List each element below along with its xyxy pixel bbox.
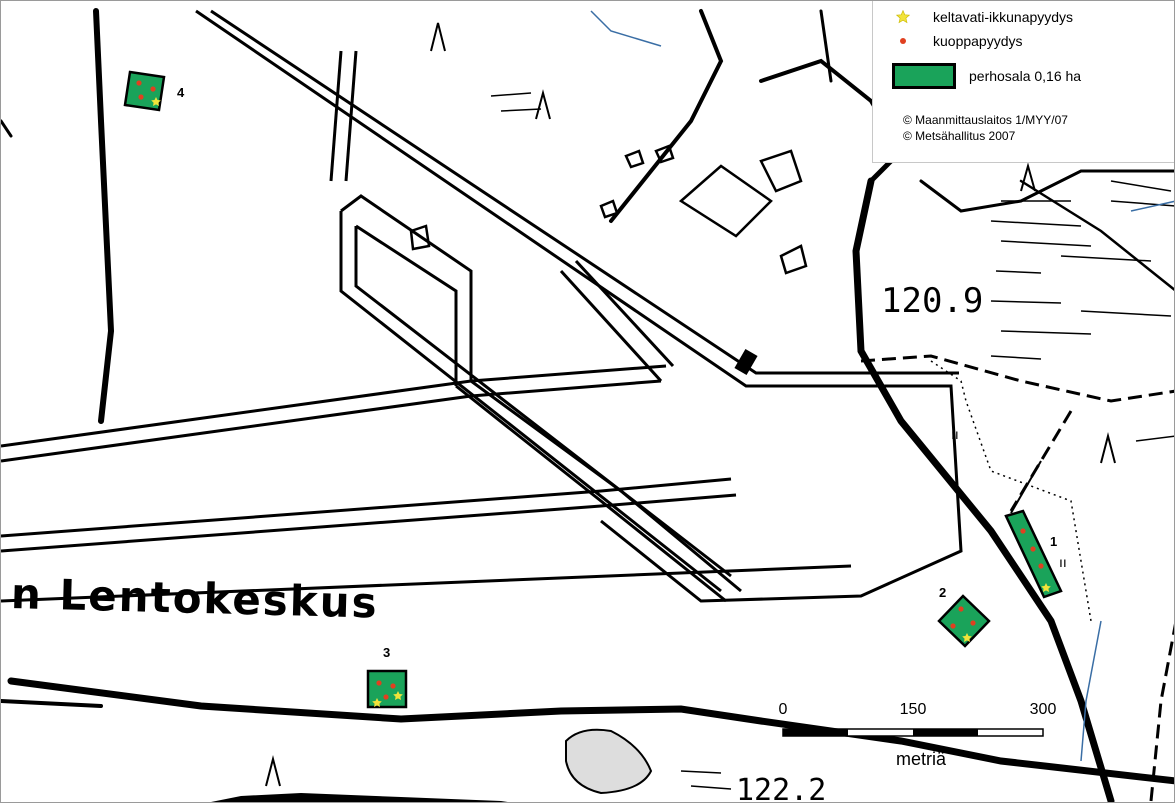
site-2-marker[interactable]	[937, 594, 991, 648]
gravel-area	[565, 728, 653, 795]
legend-item-pit-trap: kuoppapyydys	[873, 33, 1023, 49]
copyright-metsahallitus: © Metsähallitus 2007	[903, 129, 1016, 143]
airport-name-label: n Lentokeskus	[10, 569, 380, 628]
map-legend: keltavati-ikkunapyydys kuoppapyydys perh…	[872, 1, 1174, 163]
copyright-nls: © Maanmittauslaitos 1/MYY/07	[903, 113, 1068, 127]
forest-symbols	[265, 22, 1116, 787]
runway-outlines	[1, 9, 963, 603]
dot-icon	[900, 38, 906, 44]
site-label-2: 2	[939, 585, 947, 600]
site-1-marker[interactable]	[1004, 509, 1063, 599]
pointer-line	[1010, 460, 1042, 514]
elevation-label-1: 120.9	[881, 281, 984, 321]
grass-symbol: ıı	[1059, 554, 1067, 570]
scale-unit-label: metriä	[895, 749, 947, 769]
marsh-hatching	[490, 92, 1174, 790]
terrain-band	[211, 793, 508, 802]
grass-symbol: ıı	[951, 426, 959, 442]
green-square-icon	[892, 63, 956, 89]
legend-label-butterfly-area: perhosala 0,16 ha	[969, 68, 1082, 84]
legend-label-pit-trap: kuoppapyydys	[933, 33, 1023, 49]
elevation-label-2: 122.2	[736, 773, 827, 803]
scale-bar-graphic	[782, 728, 1044, 737]
legend-item-window-trap: keltavati-ikkunapyydys	[873, 9, 1073, 25]
site-3-marker[interactable]	[366, 669, 408, 709]
scale-bar: 0 150 300 metriä	[761, 701, 1081, 781]
building-outlines	[409, 144, 808, 275]
scale-tick-300: 300	[1029, 701, 1057, 718]
site-label-3: 3	[383, 645, 391, 660]
scale-tick-0: 0	[778, 701, 788, 718]
site-label-1: 1	[1050, 534, 1058, 549]
window-traps	[151, 97, 1051, 707]
star-icon	[896, 10, 910, 24]
building-solid	[734, 348, 758, 376]
legend-label-window-trap: keltavati-ikkunapyydys	[933, 9, 1074, 25]
pit-traps	[136, 80, 1044, 700]
site-label-4: 4	[177, 85, 185, 100]
legend-item-butterfly-area: perhosala 0,16 ha	[873, 63, 1081, 89]
scale-tick-150: 150	[899, 701, 927, 718]
